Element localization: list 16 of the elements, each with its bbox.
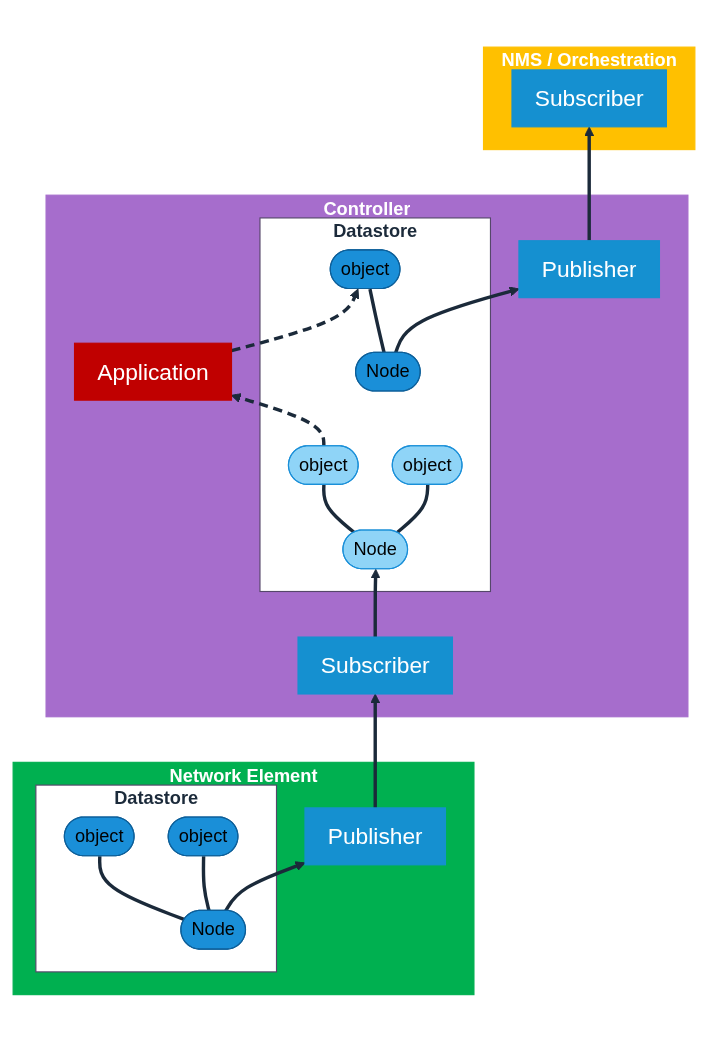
arrow	[370, 693, 381, 808]
arrow	[584, 126, 595, 241]
node-box: Subscriber	[511, 69, 667, 128]
arrow	[231, 288, 360, 353]
node-box: Subscriber	[297, 636, 453, 695]
arrow	[231, 393, 326, 447]
arrow	[370, 568, 381, 638]
connector	[97, 856, 186, 922]
node-box: Application	[73, 342, 233, 401]
connector	[201, 856, 211, 912]
connector	[368, 288, 386, 354]
node-box: Publisher	[518, 240, 661, 299]
connector	[396, 485, 430, 534]
arrow	[224, 861, 306, 912]
connector	[322, 485, 356, 534]
node-box: Publisher	[304, 807, 447, 866]
